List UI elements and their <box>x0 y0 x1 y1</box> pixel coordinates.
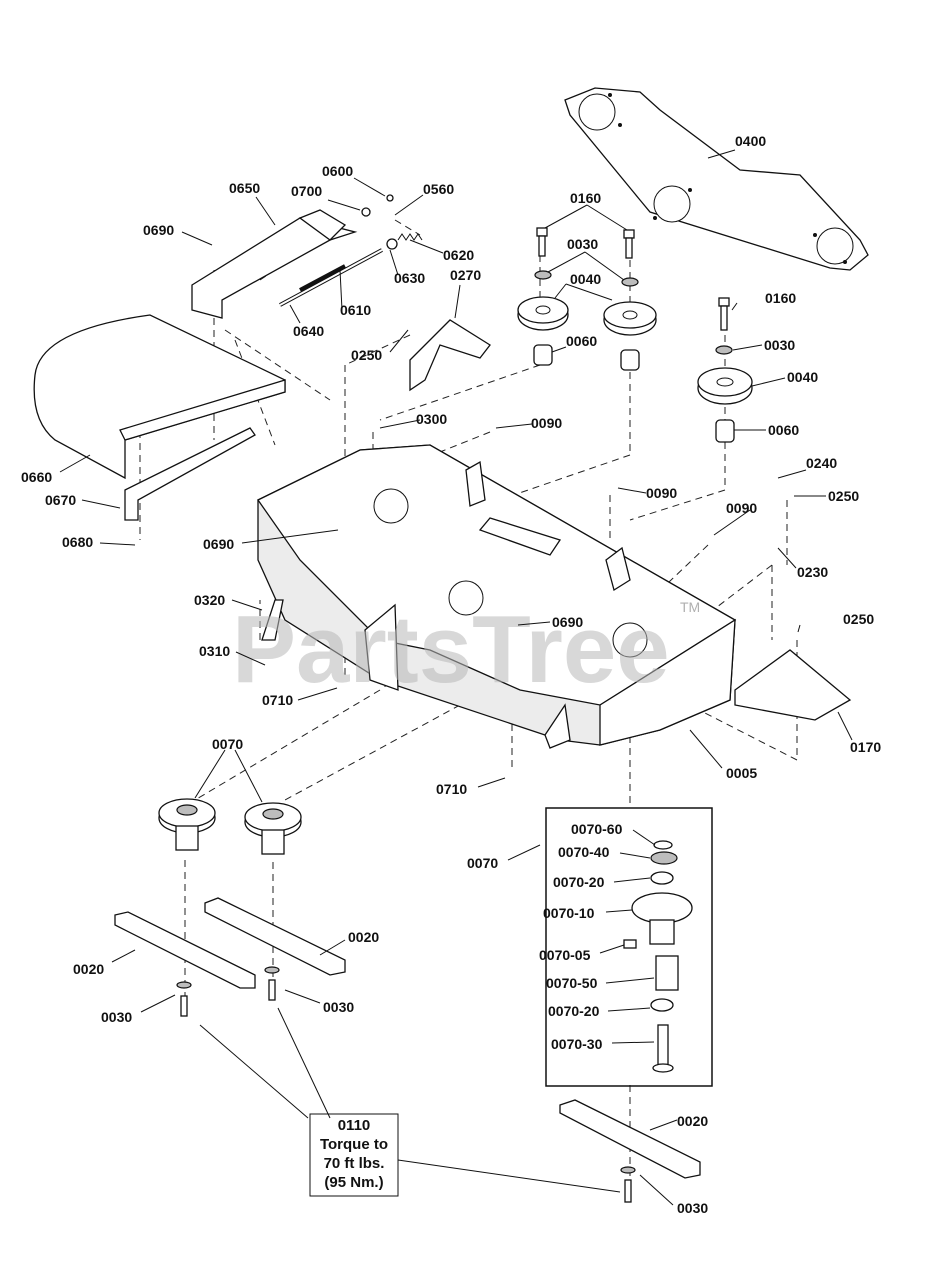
label-0030-bottom: 0030 <box>677 1200 708 1216</box>
label-0250-right: 0250 <box>828 488 859 504</box>
torque-note: 0110 Torque to 70 ft lbs. (95 Nm.) <box>309 1113 399 1197</box>
label-0030-right-blade: 0030 <box>323 999 354 1015</box>
blade-right <box>204 897 346 976</box>
label-0240: 0240 <box>806 455 837 471</box>
label-0040: 0040 <box>570 271 601 287</box>
cotter-pin <box>386 194 394 202</box>
spindle-right <box>244 802 302 855</box>
label-0070-20-top: 0070-20 <box>553 874 605 890</box>
label-0560: 0560 <box>423 181 454 197</box>
label-0030-right: 0030 <box>764 337 795 353</box>
label-0030: 0030 <box>567 236 598 252</box>
label-0640: 0640 <box>293 323 324 339</box>
label-0070-05: 0070-05 <box>539 947 591 963</box>
label-0090-mid: 0090 <box>646 485 677 501</box>
label-0040-right: 0040 <box>787 369 818 385</box>
bushing-middle <box>620 349 640 371</box>
torque-line-2: 70 ft lbs. <box>324 1155 385 1172</box>
spindle-detail-box <box>545 807 713 1087</box>
chute-bracket <box>124 427 256 521</box>
label-0630: 0630 <box>394 270 425 286</box>
spindle-left <box>158 798 216 851</box>
label-0670: 0670 <box>45 492 76 508</box>
label-0170: 0170 <box>850 739 881 755</box>
chute-hinge-bracket <box>191 209 358 319</box>
watermark-tm: TM <box>680 599 700 615</box>
watermark: PartsTree <box>232 596 670 703</box>
washer <box>361 207 371 217</box>
label-0060-right: 0060 <box>768 422 799 438</box>
label-0610: 0610 <box>340 302 371 318</box>
label-0690-top: 0690 <box>143 222 174 238</box>
label-0400: 0400 <box>735 133 766 149</box>
deck-bracket <box>261 599 284 641</box>
label-0320: 0320 <box>194 592 225 608</box>
label-0020-left: 0020 <box>73 961 104 977</box>
torque-part-number: 0110 <box>338 1117 371 1134</box>
label-0270: 0270 <box>450 267 481 283</box>
label-0250-shield: 0250 <box>843 611 874 627</box>
label-0710-left: 0710 <box>262 692 293 708</box>
washers-0030 <box>534 270 733 355</box>
label-0060: 0060 <box>566 333 597 349</box>
label-0690-left: 0690 <box>203 536 234 552</box>
part-labels: 0400 0160 0030 0040 0060 0160 0030 0040 … <box>21 133 881 1216</box>
pulley-middle <box>603 301 657 336</box>
blade-bottom <box>559 1099 701 1179</box>
label-0690-deck: 0690 <box>552 614 583 630</box>
label-0070-30: 0070-30 <box>551 1036 603 1052</box>
label-0070-top: 0070 <box>212 736 243 752</box>
label-0710-bottom: 0710 <box>436 781 467 797</box>
belt-shield <box>734 649 852 721</box>
washer-small <box>386 238 398 250</box>
bushing-right <box>715 419 735 443</box>
label-0620: 0620 <box>443 247 474 263</box>
label-0230: 0230 <box>797 564 828 580</box>
belt-cover-plate <box>564 87 869 271</box>
label-0660: 0660 <box>21 469 52 485</box>
hinge-rods <box>279 248 383 307</box>
label-0600: 0600 <box>322 163 353 179</box>
mower-deck <box>257 444 737 749</box>
label-0090-right: 0090 <box>726 500 757 516</box>
label-0090-top: 0090 <box>531 415 562 431</box>
label-0300: 0300 <box>416 411 447 427</box>
label-0310: 0310 <box>199 643 230 659</box>
label-0650: 0650 <box>229 180 260 196</box>
label-0160-right: 0160 <box>765 290 796 306</box>
label-0700: 0700 <box>291 183 322 199</box>
bolts-0160 <box>536 227 730 331</box>
blade-bolts <box>176 966 636 1203</box>
discharge-chute <box>33 314 286 480</box>
torque-line-1: Torque to <box>320 1136 388 1153</box>
label-0070-60: 0070-60 <box>571 821 623 837</box>
bushing-left <box>533 344 553 366</box>
torque-line-3: (95 Nm.) <box>324 1174 383 1191</box>
label-0070-50: 0070-50 <box>546 975 598 991</box>
pulley-right <box>697 367 753 405</box>
label-0070-40: 0070-40 <box>558 844 610 860</box>
label-0680: 0680 <box>62 534 93 550</box>
label-0160: 0160 <box>570 190 601 206</box>
blade-left <box>114 911 256 989</box>
torsion-spring <box>397 233 423 241</box>
idler-bracket <box>409 319 491 392</box>
label-0070-10: 0070-10 <box>543 905 595 921</box>
label-0070-box: 0070 <box>467 855 498 871</box>
pulley-left <box>517 296 569 331</box>
label-0250-top: 0250 <box>351 347 382 363</box>
label-0030-left: 0030 <box>101 1009 132 1025</box>
label-0020-bottom: 0020 <box>677 1113 708 1129</box>
label-0005: 0005 <box>726 765 757 781</box>
label-0070-20-bottom: 0070-20 <box>548 1003 600 1019</box>
leader-lines <box>59 149 853 1206</box>
spindle-detail <box>623 840 693 1073</box>
label-0020-right: 0020 <box>348 929 379 945</box>
